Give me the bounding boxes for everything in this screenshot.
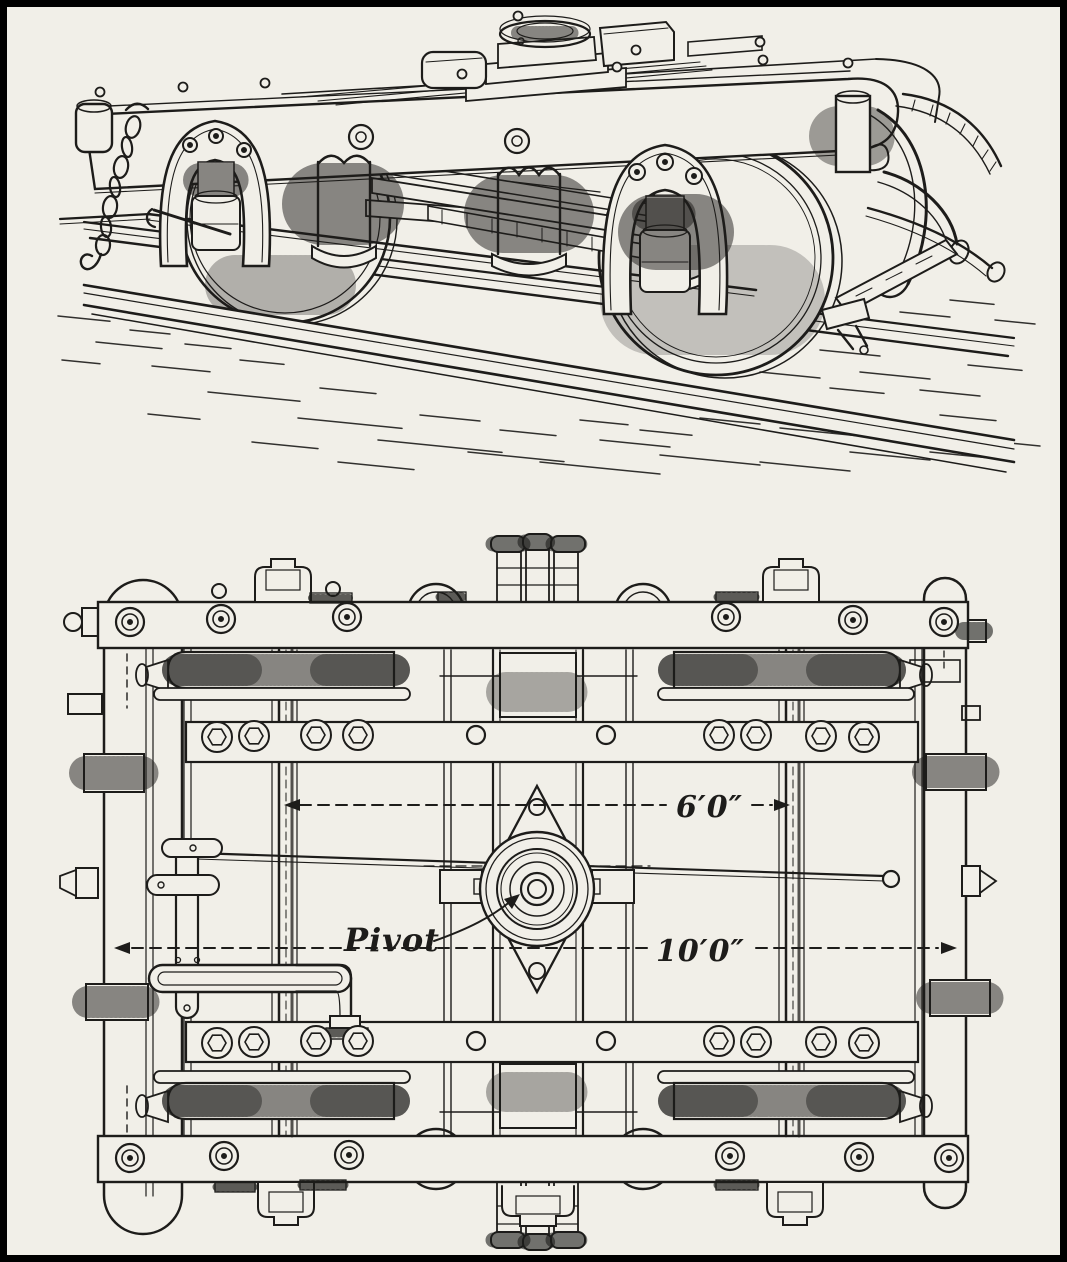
leader-arrowhead xyxy=(504,894,520,909)
arrowhead-left xyxy=(114,942,130,954)
arrowhead-right xyxy=(941,942,957,954)
dim-6ft-label: 6′0″ xyxy=(676,790,743,825)
dimension-frame-length xyxy=(114,942,957,954)
perspective-view xyxy=(57,10,1041,475)
safety-chain xyxy=(79,102,232,271)
pivot-hub xyxy=(519,871,555,907)
rod-eye xyxy=(881,869,901,889)
frame-bolts xyxy=(94,10,854,185)
near-rail xyxy=(82,283,1016,473)
arrowhead-right xyxy=(774,799,790,811)
plan-bolts xyxy=(114,601,965,1174)
pivot-label: Pivot xyxy=(343,921,440,959)
dimension-axle-spacing xyxy=(284,799,790,811)
right-end-gear xyxy=(820,90,1006,355)
dim-10ft-label: 10′0″ xyxy=(656,934,745,969)
pivot-pin xyxy=(527,879,547,899)
rail-fittings xyxy=(211,558,824,1227)
plan-hatch xyxy=(69,534,1004,1250)
chain-hook xyxy=(79,252,103,271)
left-end-cap xyxy=(74,102,114,154)
plan-view xyxy=(59,533,1004,1251)
pivot-assembly xyxy=(423,783,651,995)
bogie-frame xyxy=(74,15,941,194)
corner-post xyxy=(834,94,872,174)
safety-loop xyxy=(147,963,353,994)
arrowhead-left xyxy=(284,799,300,811)
pivot-annotation xyxy=(433,894,520,942)
